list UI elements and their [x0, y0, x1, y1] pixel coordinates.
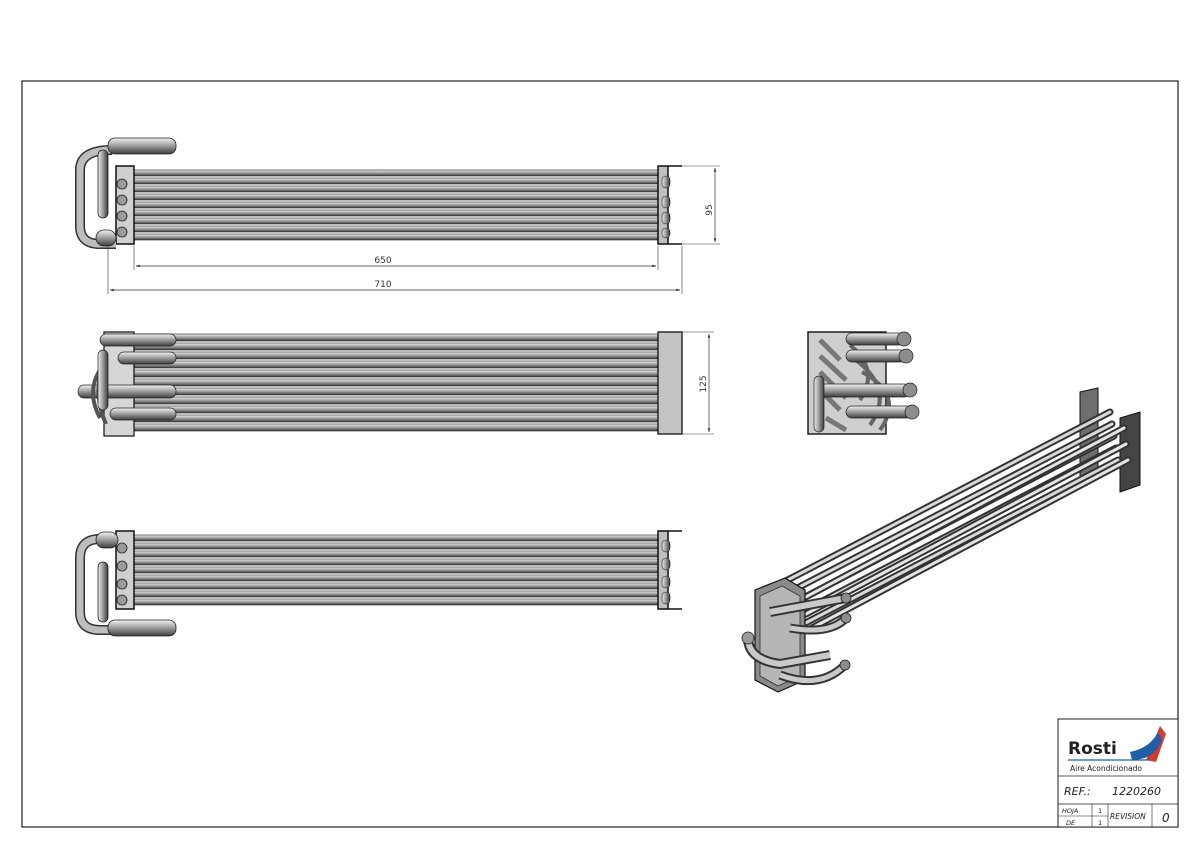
brand-name: Rosti [1068, 739, 1117, 759]
dim-height-front-label: 95 [705, 204, 715, 215]
title-block: Rosti Aire Acondicionado REF.: 1220260 H… [1057, 718, 1179, 828]
dim-height-top-label: 125 [699, 375, 709, 392]
dim-overall-length-label: 710 [374, 280, 391, 290]
revision-value: 0 [1162, 811, 1170, 825]
ref-value: 1220260 [1112, 785, 1161, 798]
dim-height-front: 95 [682, 165, 720, 245]
front-view: 95 650 710 [75, 137, 720, 294]
dim-overall-length: 710 [107, 246, 683, 294]
revision-label: REVISION [1110, 812, 1146, 821]
isometric-view [741, 387, 1141, 693]
de-value: 1 [1098, 819, 1102, 827]
top-view: 125 [77, 331, 714, 437]
top-left-manifold [77, 333, 177, 425]
sheet-border [21, 80, 1179, 828]
side-view [807, 331, 920, 435]
bottom-view-tubes [129, 534, 661, 606]
de-label: DE [1066, 819, 1076, 827]
front-right-bends [661, 175, 671, 239]
ref-label: REF.: [1064, 785, 1091, 798]
dim-height-top: 125 [682, 331, 714, 435]
top-right-plate [657, 331, 683, 435]
front-view-tubes [129, 169, 661, 241]
hoja-label: HOJA [1062, 807, 1078, 815]
rosti-logo: Rosti Aire Acondicionado [1068, 726, 1166, 773]
top-left-plate [103, 331, 135, 437]
dim-inner-length-label: 650 [374, 256, 391, 266]
front-left-manifold [75, 137, 177, 249]
isometric-tubes [774, 408, 1132, 633]
brand-tagline: Aire Acondicionado [1070, 764, 1142, 773]
top-view-tubes [129, 333, 661, 432]
hoja-value: 1 [1098, 807, 1102, 815]
bottom-view [75, 530, 682, 637]
dim-inner-length: 650 [133, 246, 659, 270]
